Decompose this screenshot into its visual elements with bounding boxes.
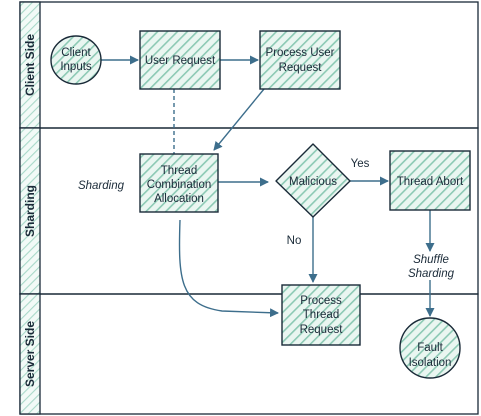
node-thread-combination-allocation[interactable]: Thread Combination Allocation	[139, 153, 219, 213]
node-user-request[interactable]: User Request	[139, 30, 221, 90]
lane-title-sharding: Sharding	[23, 185, 37, 237]
svg-text:Malicious: Malicious	[289, 176, 337, 188]
svg-text:Thread: Thread	[161, 165, 197, 177]
node-thread-abort[interactable]: Thread Abort	[389, 150, 471, 211]
annotation-shuffle-sharding: Sharding	[408, 268, 455, 280]
annotation-shuffle: Shuffle	[413, 254, 449, 266]
lane-title-server: Server Side	[23, 321, 37, 387]
edges	[100, 55, 435, 318]
svg-text:Thread Abort: Thread Abort	[397, 176, 464, 188]
svg-text:Request: Request	[279, 62, 323, 74]
svg-text:Process User: Process User	[265, 47, 334, 59]
svg-text:Thread: Thread	[303, 309, 339, 321]
lane-server-side: Server Side	[19, 293, 479, 415]
svg-text:Inputs: Inputs	[60, 61, 92, 73]
edge-label-yes: Yes	[351, 158, 370, 170]
node-fault-isolation[interactable]: Fault Isolation	[399, 317, 461, 379]
svg-text:Process: Process	[300, 295, 342, 307]
edge-label-no: No	[287, 235, 302, 247]
svg-text:User Request: User Request	[145, 55, 216, 67]
lane-title-client: Client Side	[23, 34, 37, 96]
svg-text:Isolation: Isolation	[409, 357, 452, 369]
node-malicious-decision[interactable]: Malicious	[275, 143, 351, 218]
node-process-thread-request[interactable]: Process Thread Request	[281, 284, 361, 346]
svg-text:Request: Request	[300, 324, 344, 336]
lane-header-server	[19, 293, 41, 415]
svg-text:Combination: Combination	[147, 179, 212, 191]
node-client-inputs[interactable]: Client Inputs	[50, 35, 102, 85]
svg-text:Client: Client	[61, 47, 91, 59]
edge-process-to-thread-combination	[213, 88, 265, 151]
svg-text:Allocation: Allocation	[154, 193, 204, 205]
annotation-sharding: Sharding	[78, 180, 125, 192]
svg-text:Fault: Fault	[417, 342, 443, 354]
node-process-user-request[interactable]: Process User Request	[259, 30, 341, 90]
edge-thread-combination-to-process-thread	[178, 219, 279, 318]
